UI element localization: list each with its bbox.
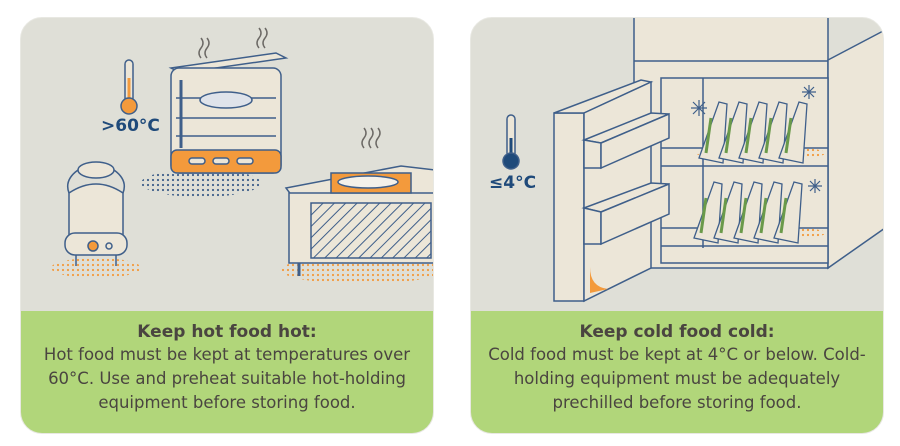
cold-food-caption: Keep cold food cold: Cold food must be k… <box>471 311 883 433</box>
thermometer-icon <box>120 59 138 115</box>
cold-temperature-label: ≤4°C <box>489 173 537 193</box>
hot-temperature-label: >60°C <box>101 116 160 136</box>
caption-body: Cold food must be kept at 4°C or below. … <box>488 345 866 412</box>
bain-marie <box>284 165 433 276</box>
hot-holding-cabinet <box>168 52 289 174</box>
snowflake-icon <box>691 85 822 193</box>
caption-title: Keep cold food cold: <box>579 322 775 342</box>
hot-food-panel: >60°C Keep hot food hot: Hot food must b… <box>20 17 434 434</box>
fridge-illustration <box>502 18 883 303</box>
thermometer-icon <box>502 114 520 170</box>
soup-kettle <box>64 161 128 266</box>
caption-title: Keep hot food hot: <box>137 322 317 342</box>
hot-holding-illustration <box>51 27 433 284</box>
sandwich-packs <box>692 100 809 245</box>
hot-food-caption: Keep hot food hot: Hot food must be kept… <box>21 311 433 433</box>
caption-body: Hot food must be kept at temperatures ov… <box>43 345 411 412</box>
fridge-door <box>553 79 670 303</box>
steam-icon <box>198 27 381 149</box>
cold-food-panel: ≤4°C Keep cold food cold: Cold food must… <box>470 17 884 434</box>
